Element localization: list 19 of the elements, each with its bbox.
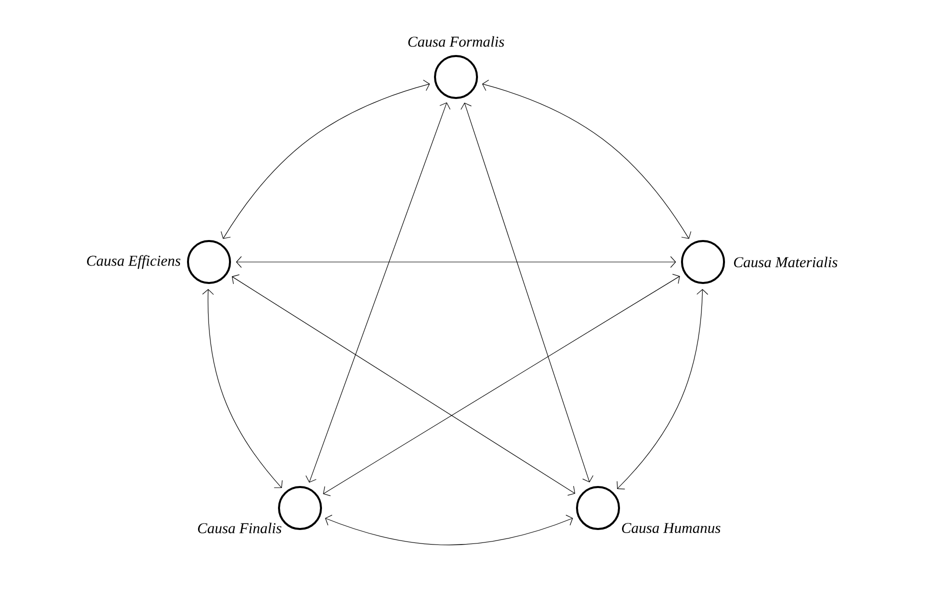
arrow <box>232 274 576 496</box>
node-label: Causa Efficiens <box>87 255 180 269</box>
node-label: Causa Formalis <box>408 36 504 47</box>
arrow <box>220 80 430 239</box>
node-label: Causa Humanus <box>622 522 720 534</box>
circle-node <box>187 240 231 284</box>
arrow <box>325 514 573 546</box>
node-label: Causa Materialis <box>734 256 838 268</box>
arrow <box>323 274 680 496</box>
arrow <box>460 102 594 482</box>
arrow <box>306 102 450 483</box>
arrow <box>236 256 676 268</box>
circle-node <box>576 486 620 530</box>
node-label: Causa Finalis <box>198 522 282 534</box>
circle-node <box>434 55 478 99</box>
arrow <box>202 288 283 488</box>
arrow <box>616 289 708 490</box>
arrow <box>482 80 692 239</box>
circle-node <box>681 240 725 284</box>
